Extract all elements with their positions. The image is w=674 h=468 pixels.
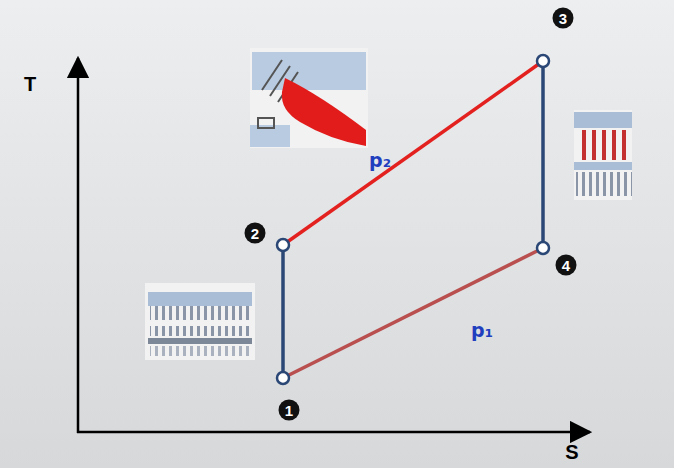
cycle-lines	[283, 61, 543, 378]
compressor-picture	[145, 283, 255, 360]
callout-number: 3	[553, 8, 574, 29]
callout-number: 2	[245, 223, 266, 244]
callout-number: 4	[556, 255, 577, 276]
axes	[77, 58, 590, 433]
axis-label: S	[565, 441, 578, 464]
combustor-picture	[250, 48, 368, 148]
pressure-label: p₁	[471, 319, 493, 341]
pressure-label: p₂	[369, 149, 391, 171]
turbine-picture	[574, 110, 632, 200]
axis-label: T	[24, 73, 36, 96]
callout-number: 1	[279, 400, 300, 421]
state-points	[277, 55, 549, 384]
